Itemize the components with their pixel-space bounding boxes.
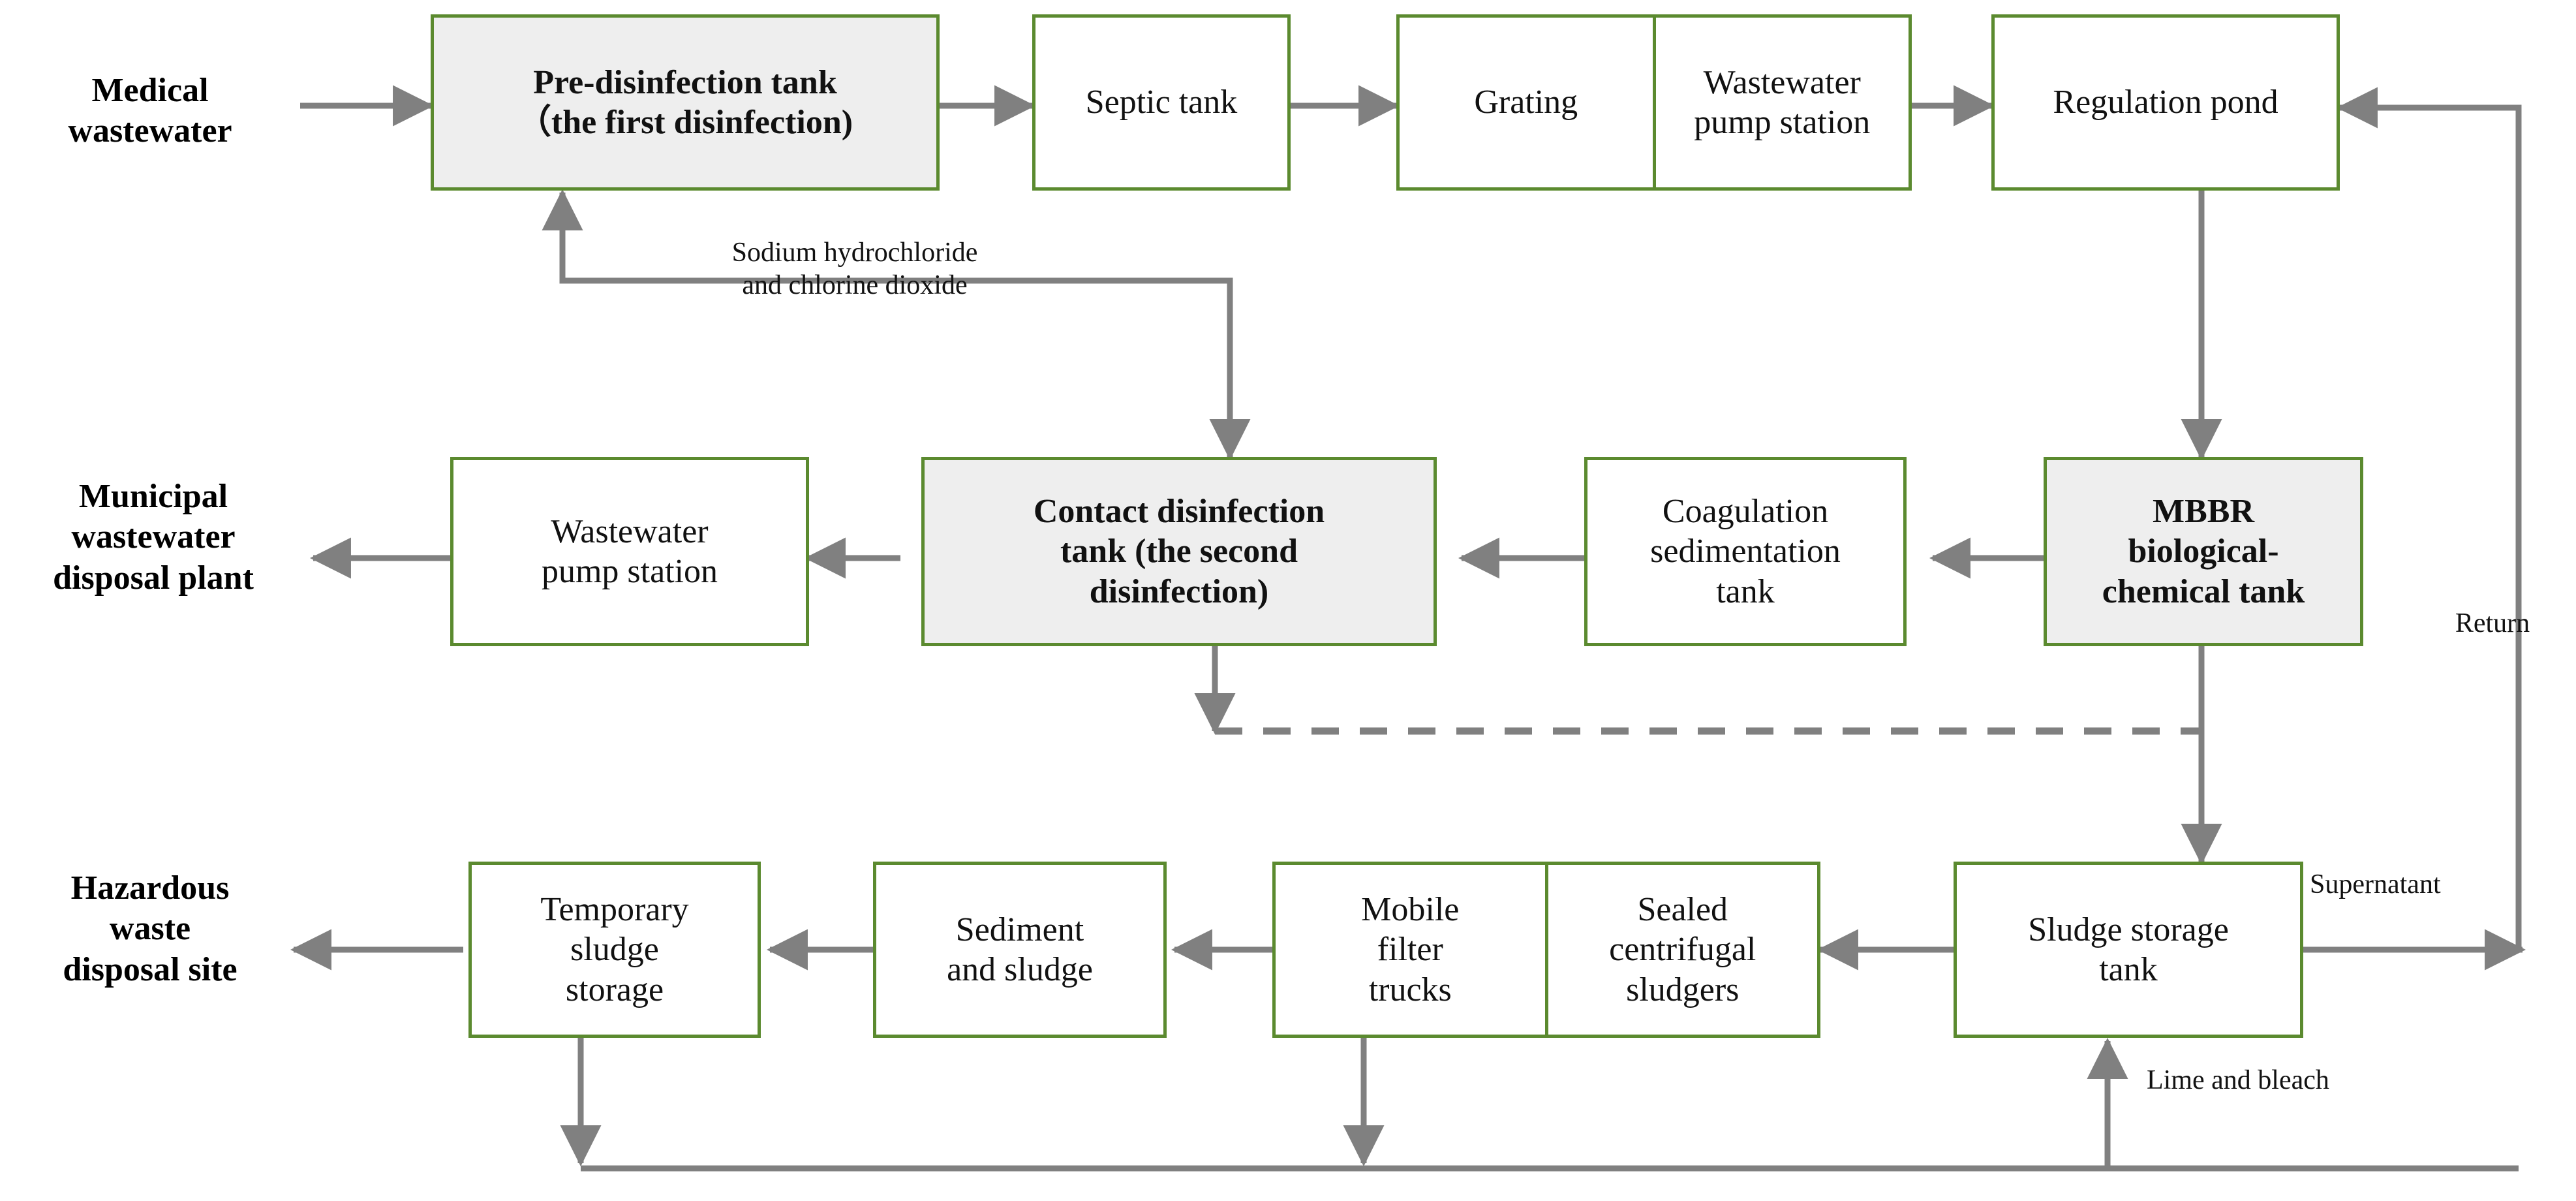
node-label: Wastewater pump station: [541, 512, 718, 590]
terminal-hazardous-site: Hazardous waste disposal site: [63, 869, 238, 988]
node-contact-disinfection-tank[interactable]: Contact disinfection tank (the second di…: [921, 457, 1437, 646]
node-mobile-filter-trucks[interactable]: Mobile filter trucks: [1276, 865, 1545, 1035]
edge-label-supernatant: Supernatant: [2310, 869, 2441, 899]
node-label: Wastewater pump station: [1694, 63, 1871, 141]
node-label: Mobile filter trucks: [1361, 890, 1460, 1008]
node-wastewater-pump-station-1[interactable]: Wastewater pump station: [1652, 18, 1909, 187]
node-label: Grating: [1474, 84, 1578, 121]
node-grating-pumpstation-group[interactable]: Grating Wastewater pump station: [1396, 14, 1912, 191]
node-temporary-sludge-storage[interactable]: Temporary sludge storage: [468, 862, 761, 1038]
dosing-line-to-predisinfection: [542, 189, 660, 284]
node-sealed-centrifugal-sludgers[interactable]: Sealed centrifugal sludgers: [1544, 865, 1818, 1035]
node-label: Pre-disinfection tank （the first disinfe…: [517, 63, 853, 141]
terminal-medical-wastewater: Medical wastewater: [68, 72, 232, 150]
terminal-municipal-plant: Municipal wastewater disposal plant: [53, 478, 254, 597]
node-label: Sludge storage tank: [2028, 911, 2229, 988]
node-sludge-dewatering-group[interactable]: Mobile filter trucks Sealed centrifugal …: [1272, 862, 1820, 1038]
node-septic-tank[interactable]: Septic tank: [1032, 14, 1291, 191]
node-wastewater-pump-station-2[interactable]: Wastewater pump station: [450, 457, 809, 646]
node-mbbr-tank[interactable]: MBBR biological- chemical tank: [2044, 457, 2363, 646]
node-label: Temporary sludge storage: [540, 890, 689, 1008]
node-pre-disinfection-tank[interactable]: Pre-disinfection tank （the first disinfe…: [431, 14, 940, 191]
node-label: Contact disinfection tank (the second di…: [1033, 492, 1325, 610]
node-label: Sealed centrifugal sludgers: [1609, 890, 1756, 1008]
node-label: Coagulation sedimentation tank: [1650, 492, 1841, 610]
node-regulation-pond[interactable]: Regulation pond: [1991, 14, 2340, 191]
node-label: Sediment and sludge: [947, 911, 1093, 988]
node-sediment-and-sludge[interactable]: Sediment and sludge: [873, 862, 1167, 1038]
node-label: Regulation pond: [2053, 84, 2278, 121]
dosing-line-to-contact-disinfection: [660, 277, 1251, 461]
node-label: Septic tank: [1085, 84, 1238, 121]
node-coagulation-sedimentation-tank[interactable]: Coagulation sedimentation tank: [1584, 457, 1907, 646]
return-bus-line: [2336, 87, 2522, 950]
node-label: MBBR biological- chemical tank: [2102, 492, 2305, 610]
node-grating[interactable]: Grating: [1400, 18, 1653, 187]
edge-label-return: Return: [2455, 608, 2530, 638]
edge-label-lime-and-bleach: Lime and bleach: [2147, 1065, 2329, 1095]
edge-label-dosing: Sodium hydrochloride and chlorine dioxid…: [731, 238, 978, 301]
node-sludge-storage-tank[interactable]: Sludge storage tank: [1954, 862, 2303, 1038]
